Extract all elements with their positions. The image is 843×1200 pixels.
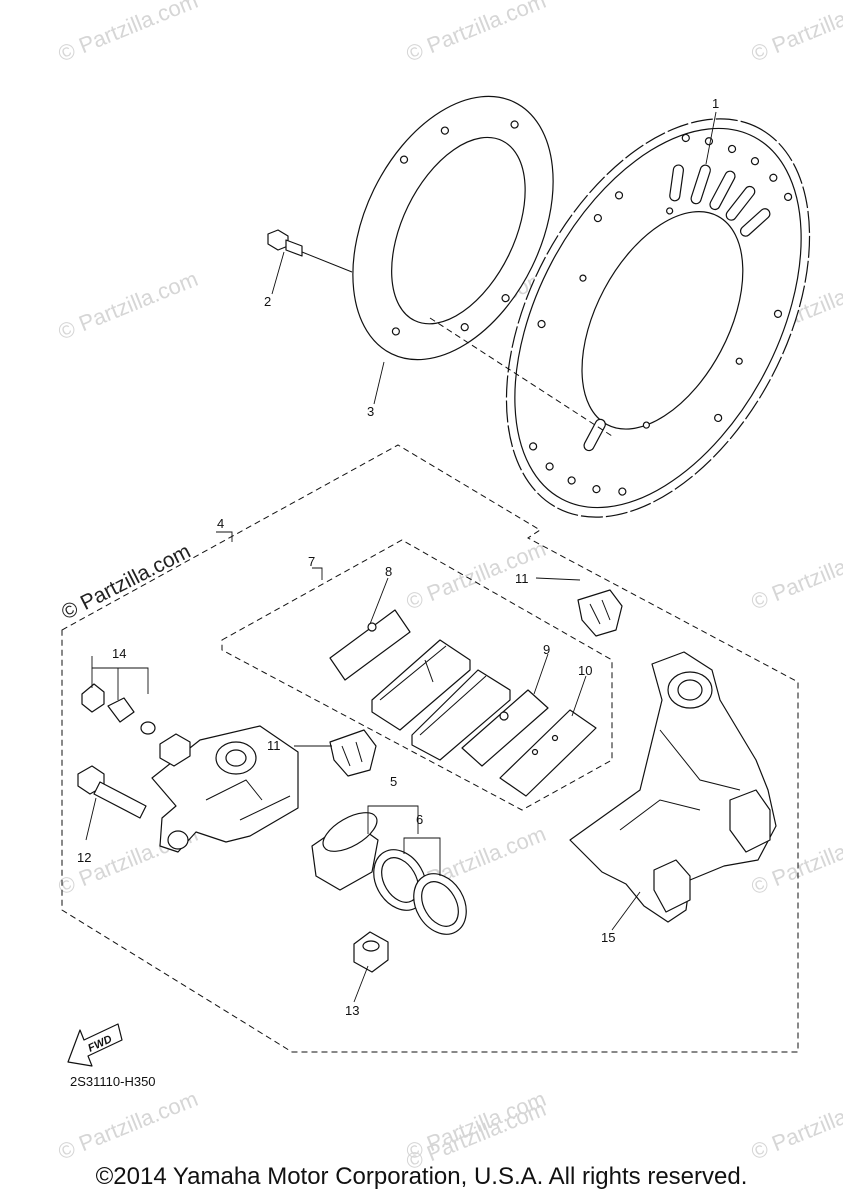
disc-bolt[interactable]: [267, 229, 353, 273]
pad-kit-boundary: [221, 539, 613, 811]
watermark: © Partzilla.com: [55, 266, 202, 345]
caliper-body[interactable]: [151, 725, 299, 853]
pad-support-clip-upper[interactable]: [577, 589, 623, 637]
callout-4: 4: [217, 516, 224, 531]
watermark: © Partzilla.com: [748, 0, 843, 67]
callout-11-upper: 11: [515, 571, 529, 586]
callout-14: 14: [112, 646, 126, 661]
pin-boot[interactable]: [353, 931, 389, 973]
pad-shim[interactable]: [329, 609, 411, 681]
pad-shim-9[interactable]: [461, 689, 549, 767]
callout-10: 10: [578, 663, 592, 678]
piston-seal-kit[interactable]: [363, 840, 477, 943]
watermark: © Partzilla.com: [748, 1086, 843, 1165]
callout-15: 15: [601, 930, 615, 945]
brake-disc[interactable]: [444, 68, 843, 568]
copyright-notice: ©2014 Yamaha Motor Corporation, U.S.A. A…: [95, 1163, 748, 1190]
callout-7: 7: [308, 554, 315, 569]
callout-3: 3: [367, 404, 374, 419]
leader-dash: [429, 317, 613, 437]
watermark: © Partzilla.com: [403, 0, 550, 67]
brake-pad-inner[interactable]: [371, 639, 471, 731]
caliper-assembly-boundary: [61, 444, 799, 1053]
bleed-screw-assembly[interactable]: [81, 683, 156, 735]
leader-lines: [85, 111, 717, 1003]
callout-8: 8: [385, 564, 392, 579]
callout-9: 9: [543, 642, 550, 657]
callout-13: 13: [345, 1003, 359, 1018]
callout-11-lower: 11: [267, 738, 281, 753]
watermark: © Partzilla.com: [55, 1086, 202, 1165]
callout-6: 6: [416, 812, 423, 827]
callout-1: 1: [712, 96, 719, 111]
disc-carrier-ring[interactable]: [313, 64, 594, 393]
watermark: © Partzilla.com: [748, 536, 843, 615]
fwd-arrow-icon: FWD: [67, 1023, 123, 1067]
brake-pad-outer[interactable]: [411, 669, 511, 761]
pad-shim-10[interactable]: [499, 709, 597, 797]
watermark: © Partzilla.com: [55, 0, 202, 67]
caliper-piston[interactable]: [311, 805, 383, 891]
callout-numbers: 1 2 3 4 5 6 7 8 9 10 11 11 12 13 14 15: [77, 96, 719, 1018]
callout-12: 12: [77, 850, 91, 865]
drawing-code: 2S31110-H350: [70, 1074, 156, 1089]
callout-5: 5: [390, 774, 397, 789]
assembly-watermark: © Partzilla.com: [58, 540, 195, 625]
caliper-pin[interactable]: [77, 765, 147, 819]
callout-2: 2: [264, 294, 271, 309]
caliper-bracket[interactable]: [569, 651, 777, 923]
pad-support-clip-lower[interactable]: [329, 729, 377, 777]
